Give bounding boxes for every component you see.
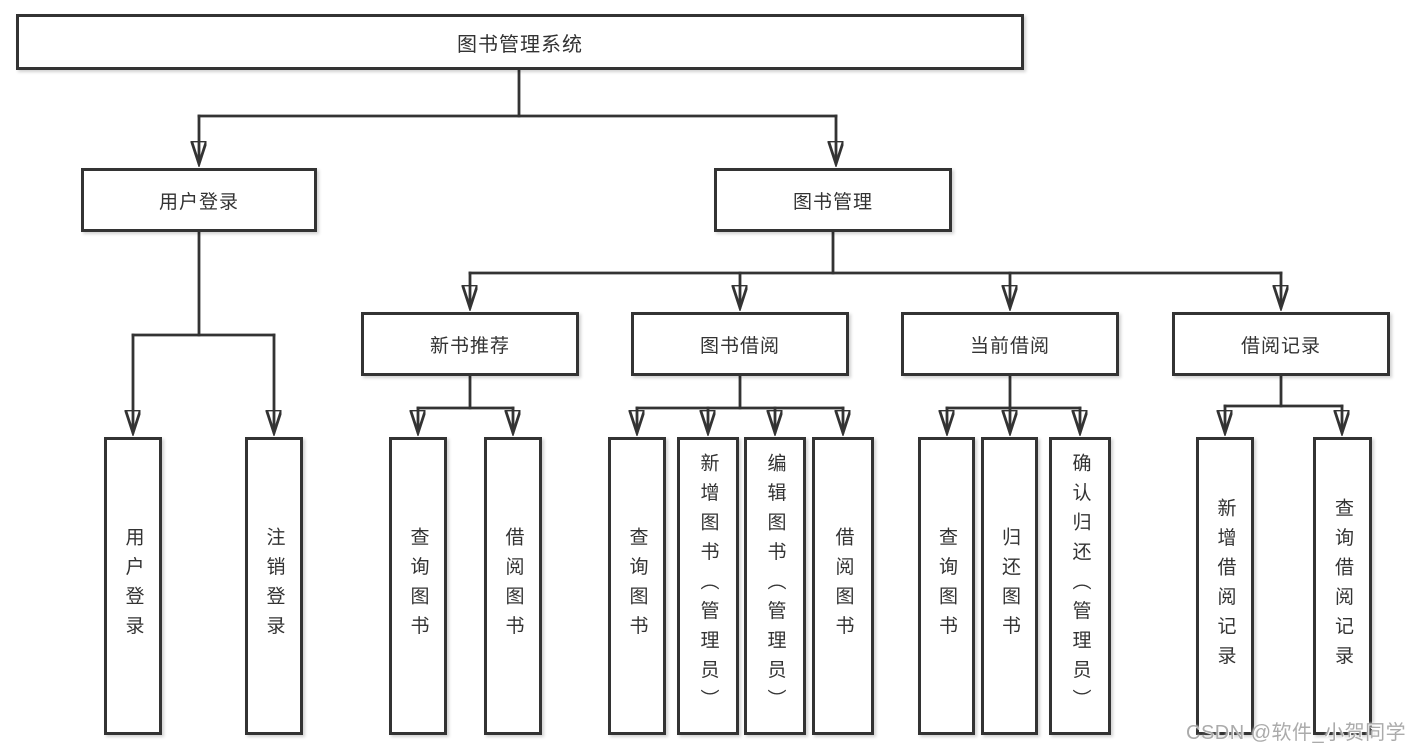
leaf-nbr-query-books: 查询图书 bbox=[389, 437, 447, 735]
node-new-book-rec: 新书推荐 bbox=[361, 312, 579, 376]
node-label: 用户登录 bbox=[122, 527, 144, 645]
node-user-login: 用户登录 bbox=[81, 168, 317, 232]
leaf-nbr-borrow-books: 借阅图书 bbox=[484, 437, 542, 735]
leaf-user-login: 用户登录 bbox=[104, 437, 162, 735]
leaf-logout: 注销登录 bbox=[245, 437, 303, 735]
leaf-bb-add-books-admin: 新增图书（管理员） bbox=[677, 437, 739, 735]
leaf-bb-query-books: 查询图书 bbox=[608, 437, 666, 735]
node-label: 借阅图书 bbox=[502, 527, 524, 645]
node-label: 图书借阅 bbox=[699, 335, 780, 357]
node-label: 查询图书 bbox=[936, 527, 957, 645]
node-label: 注销登录 bbox=[263, 527, 285, 645]
node-label: 当前借阅 bbox=[969, 335, 1050, 357]
node-label: 图书管理 bbox=[792, 191, 873, 213]
leaf-cb-confirm-return-admin: 确认归还（管理员） bbox=[1049, 437, 1111, 735]
node-label: 查询图书 bbox=[626, 527, 648, 645]
leaf-bb-edit-books-admin: 编辑图书（管理员） bbox=[744, 437, 806, 735]
node-label: 编辑图书（管理员） bbox=[764, 453, 786, 719]
node-root: 图书管理系统 bbox=[16, 14, 1024, 70]
leaf-bb-borrow-books: 借阅图书 bbox=[812, 437, 874, 735]
node-label: 查询图书 bbox=[407, 527, 429, 645]
node-label: 用户登录 bbox=[158, 191, 239, 213]
leaf-br-query-record: 查询借阅记录 bbox=[1313, 437, 1372, 735]
node-label: 归还图书 bbox=[999, 527, 1020, 645]
node-label: 新增借阅记录 bbox=[1214, 497, 1236, 675]
node-book-mgmt: 图书管理 bbox=[714, 168, 952, 232]
leaf-cb-query-books: 查询图书 bbox=[918, 437, 975, 735]
node-label: 图书管理系统 bbox=[457, 33, 583, 56]
node-label: 借阅记录 bbox=[1240, 335, 1321, 357]
node-borrow-records: 借阅记录 bbox=[1172, 312, 1390, 376]
node-label: 确认归还（管理员） bbox=[1069, 453, 1091, 719]
watermark: CSDN @软件_小贺同学 bbox=[1186, 722, 1405, 744]
node-label: 新书推荐 bbox=[429, 335, 510, 357]
node-label: 查询借阅记录 bbox=[1332, 497, 1353, 675]
leaf-cb-return-books: 归还图书 bbox=[981, 437, 1038, 735]
node-book-borrow: 图书借阅 bbox=[631, 312, 849, 376]
leaf-br-add-record: 新增借阅记录 bbox=[1196, 437, 1254, 735]
node-label: 新增图书（管理员） bbox=[697, 453, 719, 719]
node-label: 借阅图书 bbox=[832, 527, 854, 645]
node-current-borrow: 当前借阅 bbox=[901, 312, 1119, 376]
